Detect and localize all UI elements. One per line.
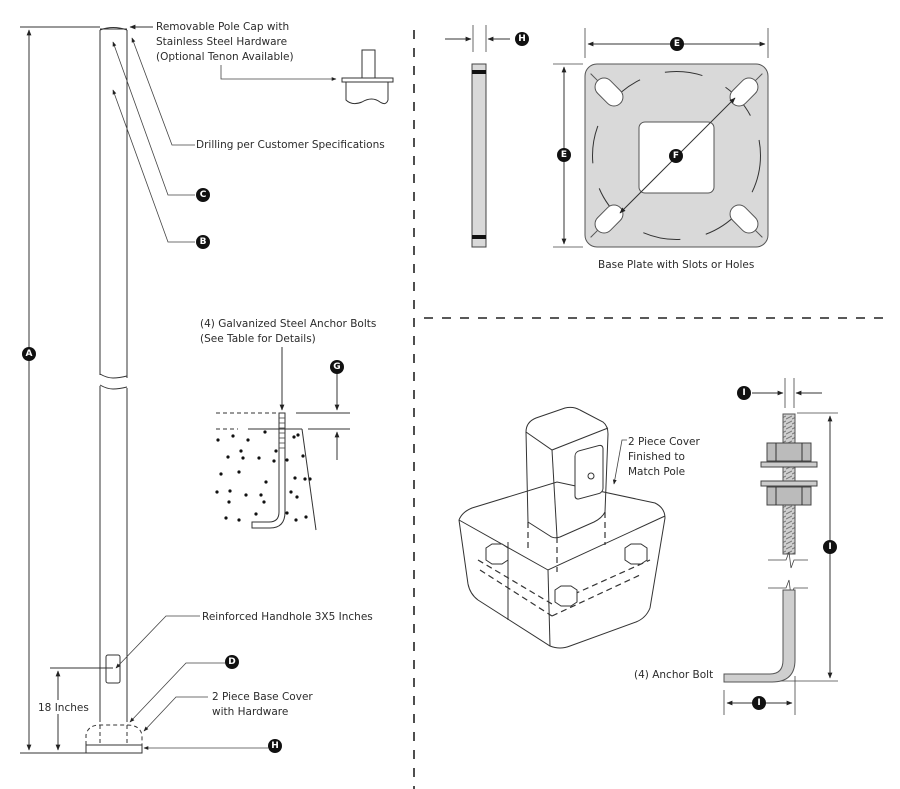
anchor-nuts bbox=[485, 543, 648, 607]
base-cover-block bbox=[458, 481, 666, 649]
height-18in-label: 18 Inches bbox=[38, 702, 89, 714]
base-cover-label-line1: 2 Piece Base Cover bbox=[212, 691, 313, 703]
cover-label-line1: 2 Piece Cover bbox=[628, 436, 700, 448]
badge-h-plate: H bbox=[515, 32, 529, 46]
svg-text:C: C bbox=[200, 190, 207, 200]
lower-nut bbox=[766, 486, 812, 506]
handhole-leader bbox=[115, 615, 200, 669]
anchor-embed-detail bbox=[215, 347, 350, 531]
anchor-bolts-label-line2: (See Table for Details) bbox=[200, 333, 316, 345]
tenon-icon bbox=[341, 49, 394, 105]
base-cover-label-line2: with Hardware bbox=[212, 706, 288, 718]
base-plate-side-view bbox=[445, 25, 510, 248]
concrete-aggregate bbox=[215, 430, 312, 522]
svg-text:E: E bbox=[674, 39, 680, 49]
handhole bbox=[105, 654, 121, 684]
anchor-bolt-label: (4) Anchor Bolt bbox=[634, 669, 713, 681]
base-plate-plan-view bbox=[553, 28, 769, 248]
c-leader bbox=[112, 41, 195, 196]
upper-washer bbox=[760, 461, 818, 468]
section-dividers bbox=[413, 30, 890, 789]
plate-edge bbox=[471, 63, 487, 248]
svg-text:B: B bbox=[200, 237, 207, 247]
badge-f: F bbox=[669, 149, 683, 163]
handhole-label: Reinforced Handhole 3X5 Inches bbox=[202, 611, 373, 623]
drilling-label: Drilling per Customer Specifications bbox=[196, 139, 385, 151]
d-leader bbox=[129, 662, 225, 723]
svg-text:H: H bbox=[518, 34, 526, 44]
cap-label-line2: Stainless Steel Hardware bbox=[156, 36, 287, 48]
anchor-bolts-label-line1: (4) Galvanized Steel Anchor Bolts bbox=[200, 318, 376, 330]
svg-text:G: G bbox=[333, 362, 340, 372]
bolt-break-bottom bbox=[768, 579, 808, 597]
badge-h-base: H bbox=[268, 739, 282, 753]
cover-label-line3: Match Pole bbox=[628, 466, 685, 478]
tenon-leader bbox=[220, 65, 337, 81]
badge-d: D bbox=[225, 655, 239, 669]
drilling-leader bbox=[131, 37, 195, 146]
base-plate-caption: Base Plate with Slots or Holes bbox=[598, 259, 754, 271]
bolt-circle bbox=[592, 71, 761, 240]
cover-access-panel bbox=[574, 444, 604, 500]
badge-a: A bbox=[22, 347, 36, 361]
svg-text:I: I bbox=[828, 542, 831, 552]
svg-text:I: I bbox=[757, 698, 760, 708]
base-cover-isometric bbox=[458, 406, 666, 649]
badge-i-top: I bbox=[737, 386, 751, 400]
bolt-hook bbox=[723, 589, 796, 683]
badge-i-length: I bbox=[823, 540, 837, 554]
base-plate-side bbox=[85, 744, 143, 754]
svg-text:I: I bbox=[742, 388, 745, 398]
bolt-break-top bbox=[768, 551, 808, 569]
cover-label-line2: Finished to bbox=[628, 451, 685, 463]
cap-label-line1: Removable Pole Cap with bbox=[156, 21, 289, 33]
lower-washer bbox=[760, 480, 818, 487]
cover-leader bbox=[612, 439, 627, 485]
svg-text:A: A bbox=[26, 349, 33, 359]
pole-elevation bbox=[20, 24, 394, 754]
base-cover-outline bbox=[85, 724, 143, 745]
badge-g: G bbox=[330, 360, 344, 374]
upper-nut bbox=[766, 442, 812, 462]
base-cover-leader bbox=[143, 696, 208, 732]
svg-text:D: D bbox=[228, 657, 235, 667]
badge-c: C bbox=[196, 188, 210, 202]
svg-text:E: E bbox=[561, 150, 567, 160]
badge-e-top: E bbox=[670, 37, 684, 51]
bolt-slots bbox=[590, 73, 763, 238]
svg-text:H: H bbox=[271, 741, 279, 751]
b-leader bbox=[112, 89, 195, 243]
pole-break-top bbox=[99, 373, 128, 379]
badge-i-bottom: I bbox=[752, 696, 766, 710]
pole-break-bottom bbox=[99, 384, 128, 390]
anchor-bolt-elevation bbox=[723, 378, 838, 715]
badge-e-side: E bbox=[557, 148, 571, 162]
embedded-bolt bbox=[251, 412, 286, 529]
cap-label-line3: (Optional Tenon Available) bbox=[156, 51, 294, 63]
svg-text:F: F bbox=[673, 151, 679, 161]
badge-b: B bbox=[196, 235, 210, 249]
